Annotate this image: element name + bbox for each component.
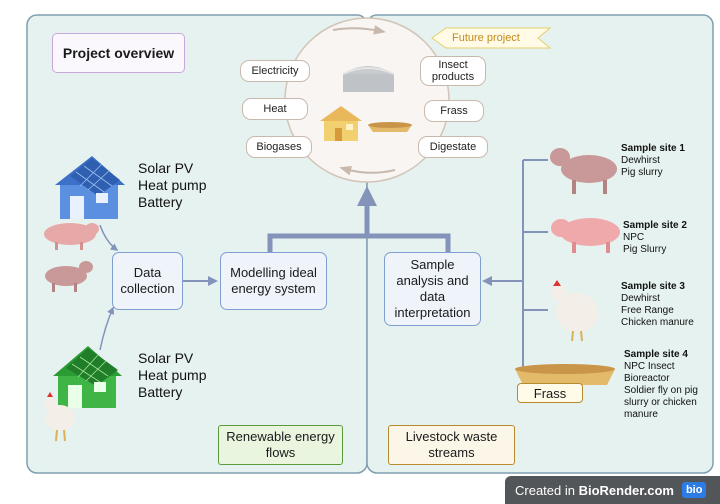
sample-site-3: Sample site 3 Dewhirst Free Range Chicke… [621, 281, 694, 328]
sample-analysis-box: Sample analysis and data interpretation [384, 252, 481, 326]
frass-label: Frass [517, 383, 583, 403]
future-project-label: Future project [452, 32, 520, 44]
pig-icon-left-1 [44, 223, 99, 250]
arrow-farm-bottom-to-collection [99, 306, 114, 351]
pig-icon-site1 [550, 148, 617, 194]
output-insect-products: Insect products [420, 56, 486, 86]
output-digestate: Digestate [418, 136, 488, 158]
footer-brand: BioRender.com [578, 482, 674, 498]
farm-top-label: Solar PV Heat pump Battery [138, 160, 207, 210]
pig-icon-left-2 [45, 261, 93, 292]
sample-site-1: Sample site 1 Dewhirst Pig slurry [621, 143, 685, 178]
chicken-icon-left [44, 392, 75, 442]
cycle-arrow-top [332, 25, 386, 35]
project-overview-title: Project overview [52, 33, 185, 73]
sample-site-4: Sample site 4 NPC Insect Bioreactor Sold… [624, 349, 698, 420]
future-project-tag [431, 27, 552, 49]
frass-tray-icon [515, 364, 615, 385]
cycle-arrow-bottom [339, 165, 396, 176]
data-collection-box: Data collection [112, 252, 183, 310]
farmhouse-small-icon [320, 106, 362, 141]
output-heat: Heat [242, 98, 308, 120]
house-blue-icon [55, 156, 125, 219]
livestock-waste-streams-label: Livestock waste streams [388, 425, 515, 465]
renewable-energy-flows-label: Renewable energy flows [218, 425, 343, 465]
output-electricity: Electricity [240, 60, 310, 82]
sample-site-2: Sample site 2 NPC Pig Slurry [623, 220, 687, 255]
modelling-box: Modelling ideal energy system [220, 252, 327, 310]
footer-prefix: Created in [515, 482, 579, 498]
output-frass: Frass [424, 100, 484, 122]
flow-modelling-up [267, 233, 451, 252]
chicken-icon-site3 [551, 280, 598, 342]
biogas-tank-icon [342, 66, 395, 92]
farm-bottom-label: Solar PV Heat pump Battery [138, 350, 207, 400]
arrow-farm-top-to-collection [99, 224, 119, 251]
house-green-icon [53, 346, 122, 408]
pig-icon-site2 [551, 218, 620, 253]
frass-tray-small-icon [368, 122, 412, 132]
biorender-logo-icon: bio [681, 482, 707, 498]
biorender-badge[interactable]: Created in BioRender.com bio [505, 476, 720, 504]
right-panel [366, 14, 714, 474]
output-biogases: Biogases [246, 136, 312, 158]
